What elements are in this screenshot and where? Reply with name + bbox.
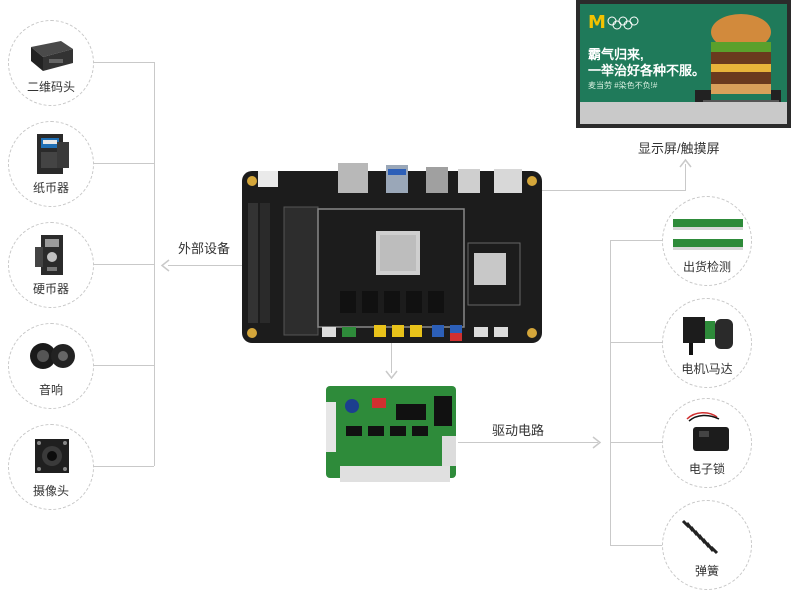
drive-circuit-label: 驱动电路 [492, 423, 545, 438]
qr-scanner-icon [27, 31, 77, 75]
speaker-icon [27, 334, 77, 378]
device-output-sensor: 出货检测 [662, 196, 752, 286]
device-label: 电子锁 [688, 462, 725, 476]
device-label: 纸币器 [32, 181, 69, 195]
device-camera: 摄像头 [8, 424, 94, 510]
device-label: 出货检测 [682, 260, 731, 274]
right-branch-1 [610, 240, 662, 241]
device-label: 电机\马达 [681, 362, 733, 376]
device-speaker: 音响 [8, 323, 94, 409]
screen-headline-1: 霸气归来, [588, 47, 644, 62]
camera-icon [27, 435, 77, 479]
motor-icon [679, 309, 737, 357]
olympic-rings-icon [607, 16, 639, 30]
external-devices-label: 外部设备 [178, 241, 231, 256]
drive-to-right-line [458, 442, 598, 443]
bill-acceptor-icon [27, 132, 77, 176]
right-bus-vertical [610, 240, 611, 546]
device-label: 弹簧 [694, 564, 719, 578]
screen-headline-2: 一举治好各种不服。 [588, 63, 706, 78]
left-branch-1 [94, 62, 154, 63]
main-control-board [242, 163, 542, 343]
device-label: 二维码头 [26, 80, 75, 94]
board-to-drive-line [391, 343, 392, 373]
right-branch-4 [610, 545, 662, 546]
screen-content: M 霸气归来, 一举治好各种不服。 麦当劳 #染色不负!# [580, 4, 787, 124]
device-label: 音响 [38, 383, 63, 397]
device-motor: 电机\马达 [662, 298, 752, 388]
drive-right-arrowhead [592, 436, 602, 449]
electronic-lock-icon [679, 409, 737, 457]
device-spring: 弹簧 [662, 500, 752, 590]
device-bill-acceptor: 纸币器 [8, 121, 94, 207]
left-branch-3 [94, 264, 154, 265]
external-devices-arrowhead [160, 259, 170, 272]
left-branch-2 [94, 163, 154, 164]
sensor-strip-icon [671, 215, 745, 259]
display-label: 显示屏/触摸屏 [638, 141, 720, 156]
screen-bottom-band [580, 102, 787, 124]
left-bus-vertical [154, 62, 155, 466]
spring-icon [679, 515, 737, 555]
brand-logo-mark: M [588, 12, 606, 33]
device-coin-acceptor: 硬币器 [8, 222, 94, 308]
drive-down-arrowhead [385, 370, 398, 380]
right-branch-3 [610, 442, 662, 443]
device-label: 摄像头 [32, 484, 69, 498]
board-to-display-line-v [685, 164, 686, 191]
screen-subline: 麦当劳 #染色不负!# [588, 81, 658, 90]
device-label: 硬币器 [32, 282, 69, 296]
display-screen: M 霸气归来, 一举治好各种不服。 麦当劳 #染色不负!# [576, 0, 791, 128]
left-branch-5 [94, 466, 154, 467]
external-devices-arrow-line [168, 265, 242, 266]
device-electronic-lock: 电子锁 [662, 398, 752, 488]
right-branch-2 [610, 342, 662, 343]
board-to-display-line-h [542, 190, 686, 191]
drive-circuit-board [326, 386, 456, 482]
device-qr-scanner: 二维码头 [8, 20, 94, 106]
display-arrowhead [679, 158, 692, 168]
left-branch-4 [94, 365, 154, 366]
coin-acceptor-icon [27, 233, 77, 277]
